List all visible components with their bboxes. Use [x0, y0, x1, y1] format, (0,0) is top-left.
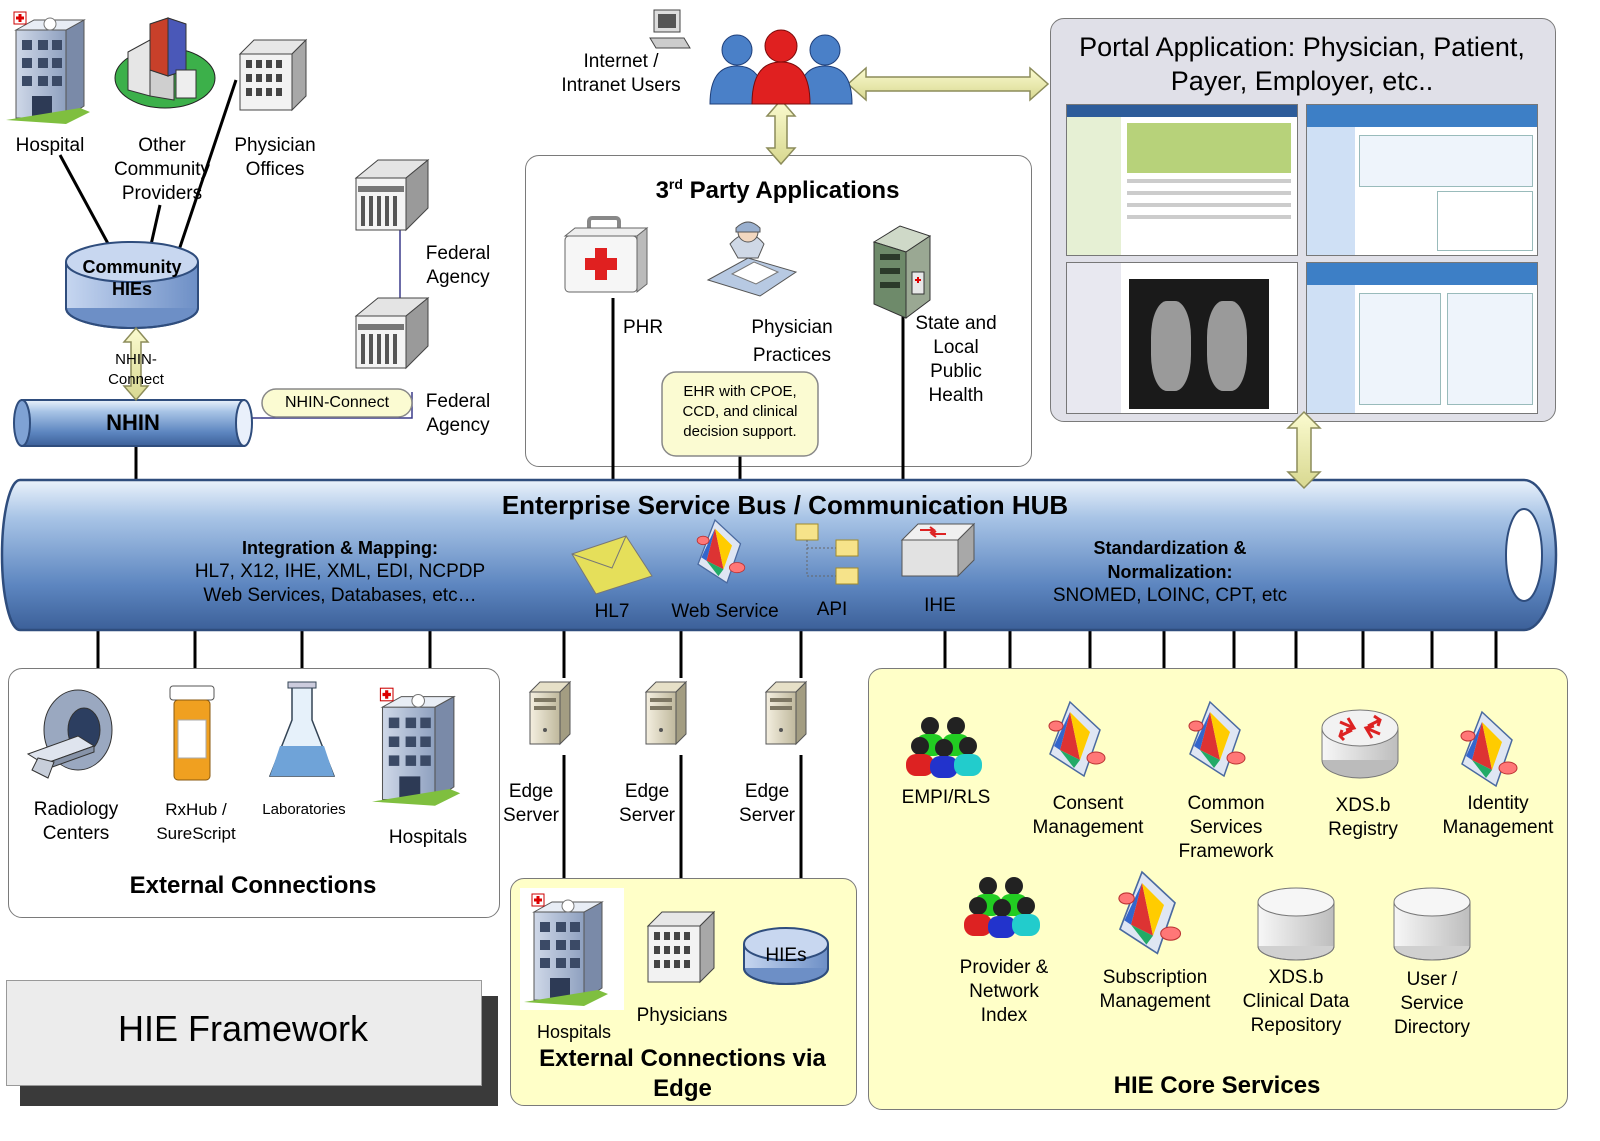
edge-physicians-label: Physicians	[636, 1005, 728, 1026]
external-connections-title: External Connections	[129, 872, 377, 899]
user-directory-label: User / Service Directory	[1393, 969, 1470, 1038]
framework-label: HIE Framework	[117, 1008, 369, 1049]
edge-server-3-label: Edge Server	[739, 781, 795, 826]
portal-screenshot-xray	[1066, 262, 1298, 414]
edge-hies-label: HIEs	[765, 945, 807, 966]
ihe-label: IHE	[924, 595, 956, 616]
empi-label: EMPI/RLS	[901, 787, 991, 808]
edge-server-1-label: Edge Server	[503, 781, 559, 826]
other-providers-label: Other Community Providers	[113, 135, 211, 204]
portal-screenshot-dashboard-1	[1306, 104, 1538, 256]
core-services-title: HIE Core Services	[1113, 1072, 1321, 1099]
nhin-label: NHIN	[106, 410, 160, 435]
nhin-connect-pipe-label: NHIN-Connect	[284, 394, 390, 411]
standardization-title: Standardization & Normalization:	[1093, 538, 1247, 582]
external-connections-panel	[8, 668, 500, 918]
subscription-label: Subscription Management	[1099, 967, 1211, 1012]
radiology-label: Radiology Centers	[33, 799, 119, 844]
framework-box	[6, 980, 482, 1086]
edge-title: External Connections via Edge	[539, 1045, 826, 1102]
ehr-note-label: EHR with CPOE, CCD, and clinical decisio…	[682, 383, 798, 440]
hospitals-ext-label: Hospitals	[388, 827, 468, 848]
identity-label: Identity Management	[1442, 793, 1554, 838]
rxhub-label: RxHub / SureScript	[156, 800, 236, 843]
community-hies-label: Community HIEs	[82, 257, 182, 299]
provider-index-label: Provider & Network Index	[959, 957, 1049, 1026]
third-party-title-rest: Party Applications	[682, 177, 900, 204]
edge-hospitals-label: Hospitals	[536, 1022, 612, 1042]
phr-label: PHR	[622, 317, 664, 338]
edge-server-2-label: Edge Server	[619, 781, 675, 826]
third-party-title-sup: rd	[668, 176, 683, 192]
physician-offices-label: Physician Offices	[234, 135, 316, 180]
esb-title: Enterprise Service Bus / Communication H…	[501, 490, 1069, 520]
users-label: Internet / Intranet Users	[561, 51, 681, 96]
portal-screenshot-dashboard-2	[1306, 262, 1538, 414]
api-label: API	[816, 599, 848, 620]
hl7-label: HL7	[594, 601, 630, 622]
web-service-label: Web Service	[671, 601, 779, 622]
consent-label: Consent Management	[1032, 793, 1144, 838]
portal-screenshot-health-record	[1066, 104, 1298, 256]
common-services-label: Common Services Framework	[1178, 793, 1274, 862]
federal-agency-1-label: Federal Agency	[425, 243, 491, 288]
hospital-label: Hospital	[15, 135, 85, 156]
integration-title: Integration & Mapping:	[242, 538, 438, 558]
integration-text: HL7, X12, IHE, XML, EDI, NCPDP Web Servi…	[194, 561, 486, 606]
physician-practices-label: Physician Practices	[751, 317, 833, 366]
portal-title: Portal Application: Physician, Patient, …	[1079, 32, 1525, 96]
standardization-text: SNOMED, LOINC, CPT, etc	[1052, 585, 1288, 606]
xds-registry-label: XDS.b Registry	[1328, 795, 1398, 840]
public-health-label: State and Local Public Health	[915, 313, 997, 406]
third-party-title: 3rd Party Applications	[525, 170, 1030, 205]
federal-agency-2-label: Federal Agency	[425, 391, 491, 436]
laboratories-label: Laboratories	[262, 801, 346, 818]
nhin-connect-vertical-label: NHIN- Connect	[108, 351, 164, 388]
third-party-title-prefix: 3	[655, 177, 669, 204]
xds-repository-label: XDS.b Clinical Data Repository	[1242, 967, 1350, 1036]
